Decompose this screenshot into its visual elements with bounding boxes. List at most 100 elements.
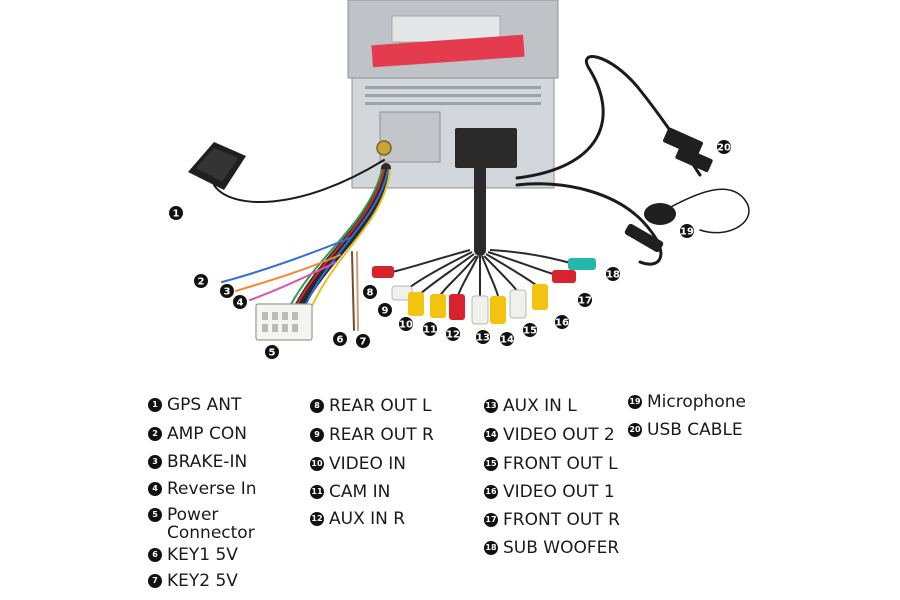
callout-2: 2: [194, 274, 208, 288]
legend-number-badge: 1: [148, 398, 162, 412]
callout-number: 19: [680, 227, 694, 238]
rca-front-out-r: [488, 252, 576, 283]
antenna-port: [377, 141, 391, 155]
legend-label: CAM IN: [329, 483, 390, 501]
rca-lead-8: [392, 250, 470, 272]
callout-number: 13: [476, 333, 490, 344]
callout-number: 16: [555, 318, 569, 329]
head-unit: [348, 0, 558, 188]
callout-number: 8: [367, 288, 374, 299]
callout-number: 4: [237, 298, 244, 309]
legend-number-badge: 19: [628, 395, 642, 409]
legend-label: VIDEO OUT 1: [503, 483, 615, 501]
callout-number: 7: [360, 337, 367, 348]
callout-number: 11: [423, 325, 437, 336]
legend-number-badge: 6: [148, 548, 162, 562]
callout-17: 17: [578, 293, 592, 307]
callout-15: 15: [523, 323, 537, 337]
rca-plug-8: [372, 266, 394, 278]
power-connector-body: [256, 304, 312, 340]
callout-6: 6: [333, 332, 347, 346]
legend-number-badge: 8: [310, 399, 324, 413]
legend-label: GPS ANT: [167, 396, 241, 414]
callout-11: 11: [423, 322, 437, 336]
callout-8: 8: [363, 285, 377, 299]
callout-number: 2: [198, 277, 205, 288]
rca-plug-15: [510, 290, 526, 318]
callout-1: 1: [169, 206, 183, 220]
legend-item-5: 5 Power Connector: [148, 506, 255, 542]
legend-label: VIDEO OUT 2: [503, 426, 615, 444]
legend-label: AUX IN L: [503, 397, 577, 415]
legend-number-badge: 4: [148, 482, 162, 496]
callout-number: 17: [578, 296, 592, 307]
rca-plug-13: [472, 296, 488, 324]
mounting-bracket: [380, 112, 440, 162]
legend-number-badge: 5: [148, 508, 162, 522]
legend-label: Power Connector: [167, 506, 255, 542]
callout-number: 1: [173, 209, 180, 220]
rca-lead-11: [440, 256, 476, 296]
rca-plug-11: [430, 294, 446, 318]
rear-connector-block: [455, 128, 517, 168]
microphone-body: [644, 203, 676, 225]
callout-10: 10: [399, 317, 413, 331]
callout-13: 13: [476, 330, 490, 344]
gps-antenna: [188, 142, 246, 190]
rca-plug-14: [490, 296, 506, 324]
callout-number: 3: [224, 287, 231, 298]
legend-item-7: 7 KEY2 5V: [148, 572, 238, 590]
legend-number-badge: 15: [484, 457, 498, 471]
legend-number-badge: 11: [310, 485, 324, 499]
callout-number: 5: [269, 348, 276, 359]
wiring-diagram: 1 2 3 4 5 6 7 8 9 10 11 12 13 14 15 16 1…: [0, 0, 900, 360]
legend-label: BRAKE-IN: [167, 453, 247, 471]
key-wires: [352, 252, 354, 330]
legend-item-4: 4Reverse In: [148, 480, 257, 498]
rca-plug-10: [408, 292, 424, 316]
reverse-in-wire: [250, 262, 336, 300]
legend-label: AUX IN R: [329, 510, 405, 528]
usb-mic-cable: [517, 184, 661, 264]
legend-label: REAR OUT R: [329, 426, 434, 444]
legend-item-1: 1 GPS ANT: [148, 396, 241, 414]
legend-label: FRONT OUT R: [503, 511, 620, 529]
legend-label: FRONT OUT L: [503, 455, 618, 473]
legend-item-9: 9 REAR OUT R: [310, 426, 434, 444]
legend-number-badge: 7: [148, 574, 162, 588]
legend-item-12: 12 AUX IN R: [310, 510, 405, 528]
rca-rear-out-l: [372, 250, 470, 278]
legend-number-badge: 3: [148, 455, 162, 469]
legend-label: Microphone: [647, 393, 746, 411]
rca-sub-woofer: [490, 250, 596, 270]
legend-number-badge: 18: [484, 541, 498, 555]
legend-number-badge: 16: [484, 485, 498, 499]
rca-plug-18: [568, 258, 596, 270]
callout-18: 18: [606, 267, 620, 281]
legend-number-badge: 2: [148, 427, 162, 441]
callout-number: 6: [337, 335, 344, 346]
legend-number-badge: 9: [310, 428, 324, 442]
legend-number-badge: 20: [628, 423, 642, 437]
rca-plug-17: [552, 270, 576, 283]
legend-number-badge: 12: [310, 512, 324, 526]
callout-5: 5: [265, 345, 279, 359]
legend-item-19: 19 Microphone: [628, 393, 746, 411]
legend-label: KEY2 5V: [167, 572, 238, 590]
microphone-plug: [624, 223, 665, 253]
legend-label: SUB WOOFER: [503, 539, 619, 557]
callout-number: 14: [500, 335, 514, 346]
usb-plugs: [662, 127, 713, 173]
legend-number-badge: 10: [310, 457, 324, 471]
legend-item-3: 3 BRAKE-IN: [148, 453, 247, 471]
callout-4: 4: [233, 295, 247, 309]
callout-16: 16: [555, 315, 569, 329]
callout-20: 20: [717, 140, 731, 154]
callout-3: 3: [220, 284, 234, 298]
vent-holes: [365, 86, 541, 105]
legend-number-badge: 14: [484, 428, 498, 442]
legend-item-18: 18 SUB WOOFER: [484, 539, 619, 557]
